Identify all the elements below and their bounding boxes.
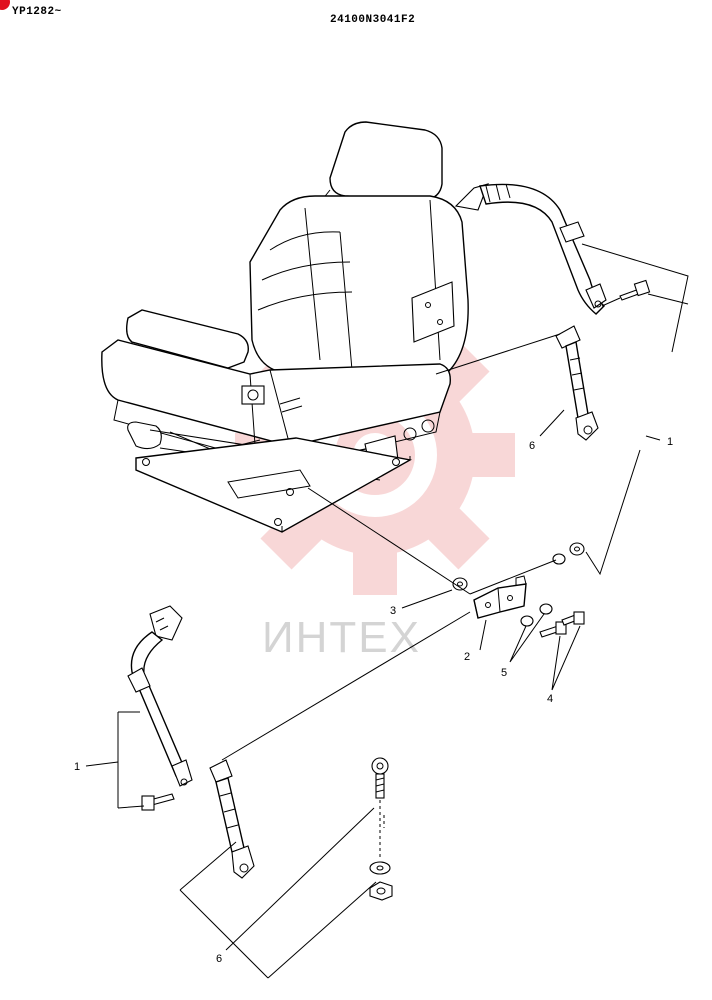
buckle-strap-left bbox=[209, 759, 255, 879]
nuts-upper bbox=[552, 542, 585, 565]
callout-6-right: 6 bbox=[529, 440, 535, 452]
seat-belt-right-retractor-strap bbox=[454, 183, 607, 315]
watermark-text: ИНТЕХ bbox=[262, 613, 421, 662]
eye-bolt bbox=[371, 757, 389, 799]
buckle-strap-right bbox=[555, 325, 599, 441]
washer-item-3 bbox=[452, 577, 468, 591]
callout-4: 4 bbox=[547, 693, 553, 705]
washer-lower bbox=[369, 861, 391, 875]
seat-belt-left-strap bbox=[127, 605, 193, 787]
callout-6-left: 6 bbox=[216, 953, 222, 965]
callout-3: 3 bbox=[390, 605, 396, 617]
anchor-bolt-upper-right bbox=[619, 279, 651, 301]
bolts-item-4 bbox=[539, 611, 585, 638]
serial-range-label: YP1282~ bbox=[12, 6, 62, 18]
corner-marker bbox=[0, 0, 10, 10]
callout-2: 2 bbox=[464, 651, 470, 663]
callout-1-left: 1 bbox=[74, 761, 80, 773]
washers-item-5 bbox=[520, 603, 553, 627]
operator-seat bbox=[101, 121, 469, 533]
mounting-bracket bbox=[473, 575, 527, 619]
callout-1-right: 1 bbox=[667, 436, 673, 448]
callout-5: 5 bbox=[501, 667, 507, 679]
assembly-lines bbox=[85, 243, 689, 979]
nut-lower bbox=[369, 881, 393, 901]
drawing-code-label: 24100N3041F2 bbox=[330, 14, 416, 26]
anchor-bolt-left bbox=[141, 793, 175, 811]
